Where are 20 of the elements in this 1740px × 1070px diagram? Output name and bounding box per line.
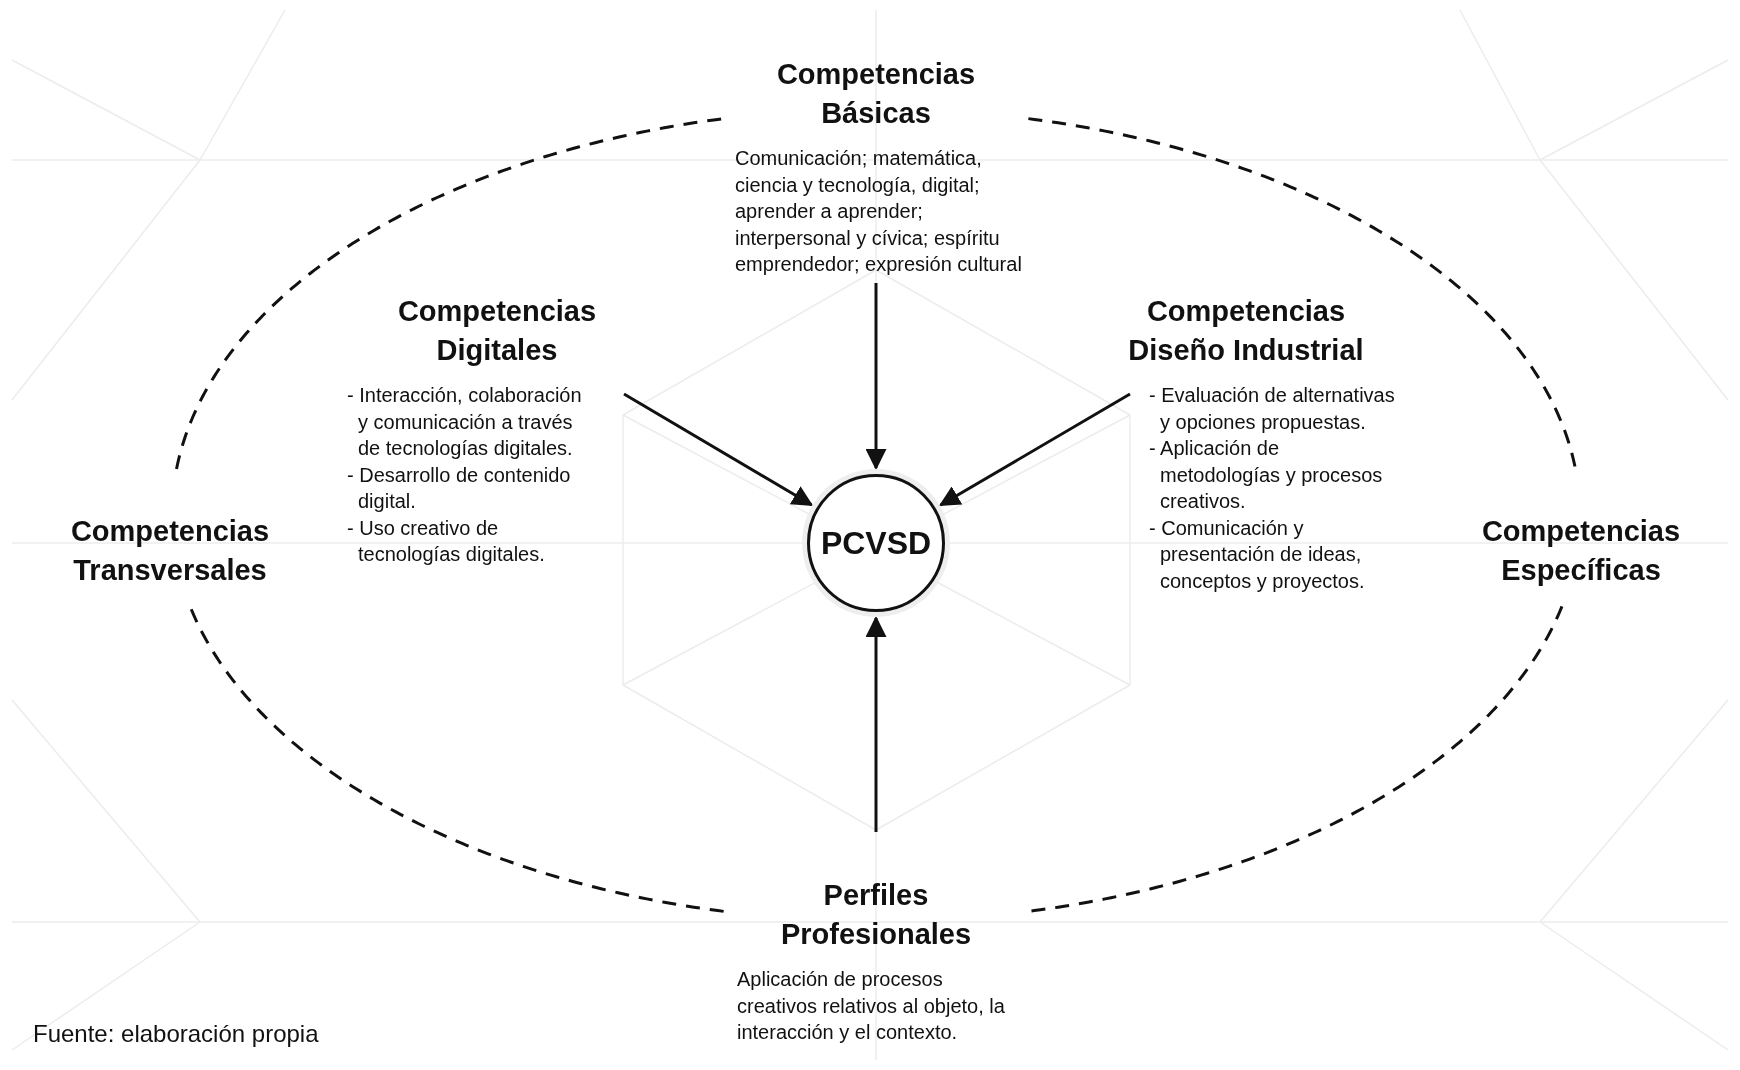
arrow	[623, 392, 814, 507]
heading: Competencias Diseño Industrial	[1127, 294, 1365, 368]
bullet-item: - Uso creativo de tecnologías digitales.	[347, 515, 546, 567]
heading: Competencias Específicas	[1480, 514, 1682, 588]
arrow	[865, 615, 887, 832]
bullet-item: - Interacción, colaboración y comunicación a través de tecnologías digitales.	[347, 383, 583, 461]
arrow	[865, 283, 887, 471]
description: Aplicación de procesos creativos relativos al objeto, la interacción y el contexto.	[737, 967, 1006, 1045]
bullet-item: - Comunicación y presentación de ideas, conceptos y proyectos.	[1149, 515, 1366, 594]
bullet-item: - Evaluación de alternativas y opciones propuestas.	[1149, 383, 1396, 435]
heading: Competencias Transversales	[69, 514, 271, 588]
bullet-item: - Aplicación de metodologías y procesos creativos.	[1149, 436, 1384, 514]
description: Comunicación; matemática, ciencia y tecnología, digital; aprender a aprender; interpersonal y cívica; espíritu emprendedor; expresión cultural	[735, 146, 1023, 277]
heading: Competencias Digitales	[396, 294, 598, 368]
heading: Competencias Básicas	[775, 57, 977, 131]
bullet-item: - Desarrollo de contenido digital.	[347, 462, 572, 514]
heading: Perfiles Profesionales	[779, 878, 973, 952]
source-caption: Fuente: elaboración propia	[33, 1020, 319, 1048]
center-label: PCVSD	[820, 524, 932, 562]
arrow	[938, 392, 1131, 507]
